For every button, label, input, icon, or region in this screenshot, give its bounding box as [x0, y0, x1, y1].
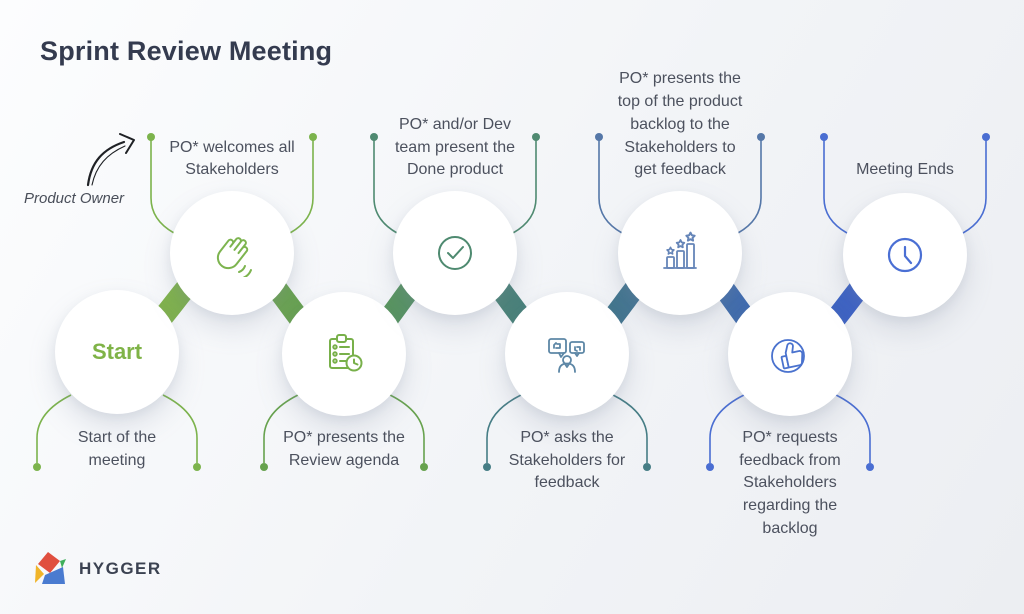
- step-label-1: Start of the meeting: [77, 429, 157, 469]
- bracket-dot: [532, 133, 540, 141]
- feedback-discussion-icon: [548, 338, 585, 373]
- bracket-step-1: [33, 394, 201, 471]
- hygger-logo-icon: [35, 552, 66, 584]
- product-owner-arrow-icon: [86, 133, 135, 187]
- bracket-dot: [982, 133, 990, 141]
- bracket-dot: [483, 463, 491, 471]
- waving-hand-icon: [216, 237, 252, 277]
- step-label-5: PO* asks the Stakeholders for feedback: [508, 429, 626, 492]
- bracket-dot: [820, 133, 828, 141]
- bracket-dot: [147, 133, 155, 141]
- bracket-dot: [866, 463, 874, 471]
- bracket-step-8: [820, 133, 990, 234]
- step-circle-meeting-ends: [843, 193, 967, 317]
- step-label-2: PO* welcomes all Stakeholders: [169, 138, 295, 179]
- page-title: Sprint Review Meeting: [40, 36, 333, 66]
- step-label-8: Meeting Ends: [856, 161, 954, 179]
- bracket-dot: [260, 463, 268, 471]
- hygger-logo: HYGGER: [33, 551, 162, 587]
- bracket-step-2: [147, 133, 317, 234]
- bracket-dot: [643, 463, 651, 471]
- hygger-logo-text: HYGGER: [79, 559, 162, 578]
- product-owner-note: Product Owner: [24, 190, 125, 207]
- step-circle-ask-feedback: [505, 292, 629, 416]
- bracket-step-5: [483, 394, 651, 471]
- bracket-dot: [193, 463, 201, 471]
- bracket-step-7: [706, 394, 874, 471]
- step-label-7: PO* requests feedback from Stakeholders …: [739, 429, 841, 537]
- step-circle-request-feedback: [728, 292, 852, 416]
- bracket-dot: [757, 133, 765, 141]
- bracket-dot: [420, 463, 428, 471]
- bracket-dot: [706, 463, 714, 471]
- bracket-dot: [309, 133, 317, 141]
- step-circle-welcome: [170, 191, 294, 315]
- step-circle-start: Start: [55, 290, 179, 414]
- bracket-step-3: [260, 394, 428, 471]
- bracket-step-4: [370, 133, 540, 234]
- step-label-4: PO* and/or Dev team present the Done pro…: [394, 115, 516, 179]
- step-circle-agenda: [282, 292, 406, 416]
- step-label-3: PO* presents the Review agenda: [283, 429, 405, 469]
- step-circle-backlog-presentation: [618, 191, 742, 315]
- bracket-step-6: [595, 133, 765, 234]
- start-label: Start: [91, 339, 143, 364]
- clock-icon: [887, 237, 923, 273]
- step-label-6: PO* presents the top of the product back…: [617, 70, 743, 179]
- done-check-icon: [438, 236, 472, 270]
- bracket-dot: [33, 463, 41, 471]
- thumbs-up-icon: [771, 339, 805, 373]
- bracket-dot: [370, 133, 378, 141]
- backlog-chart-stars-icon: [663, 231, 697, 269]
- step-circle-done-product: [393, 191, 517, 315]
- agenda-clipboard-icon: [329, 334, 363, 372]
- bracket-dot: [595, 133, 603, 141]
